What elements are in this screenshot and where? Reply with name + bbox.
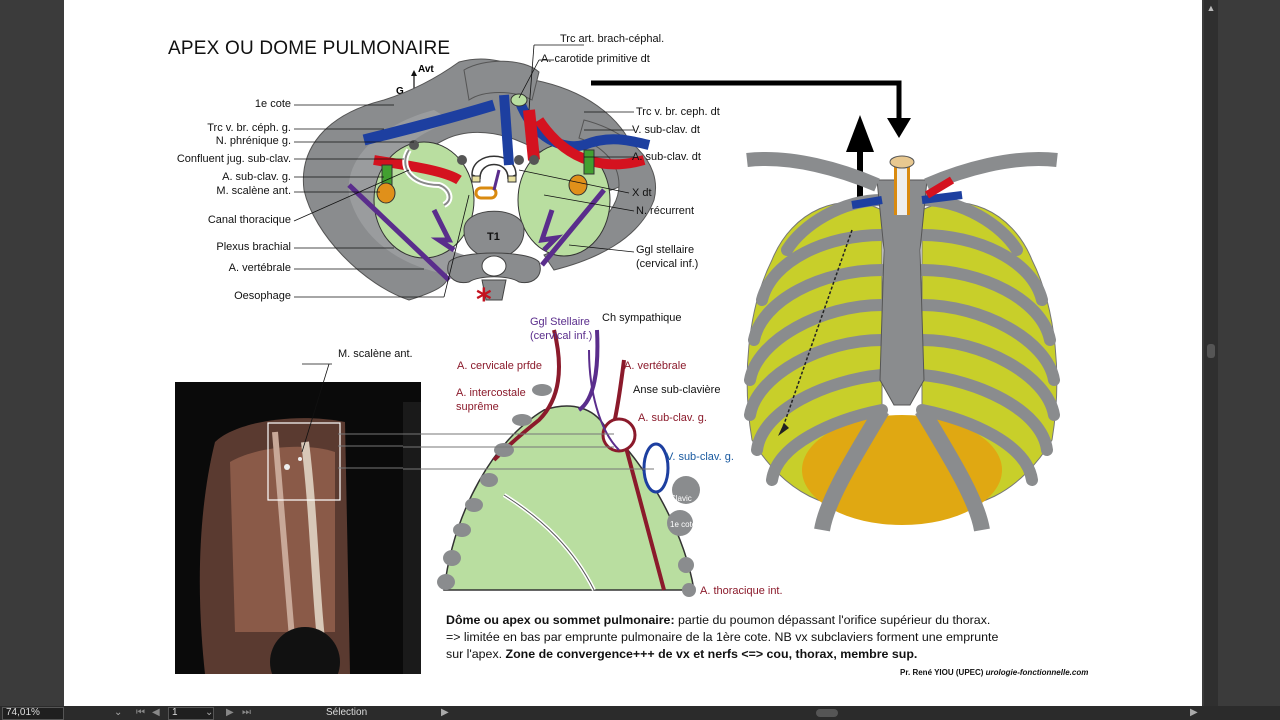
para-line-3: sur l'apex. <box>446 647 506 661</box>
label-a-vertebrale: A. vertébrale <box>228 262 291 274</box>
label-plexus-brachial: Plexus brachial <box>216 241 291 253</box>
description-paragraph: Dôme ou apex ou sommet pulmonaire: parti… <box>446 612 1066 663</box>
status-bar: 74,01% ⌄ ⏮ ◀ 1 ⌄ ▶ ⏭ Sélection ▶ ▶ <box>0 706 1280 720</box>
asterisk-icon: * <box>476 283 492 318</box>
prev-page-icon[interactable]: ◀ <box>152 707 160 718</box>
label-anse: Anse sub-clavière <box>633 384 721 396</box>
para-text-1: partie du poumon dépassant l'orifice sup… <box>674 613 991 627</box>
label-lower-ggl-stellaire: Ggl Stellaire <box>530 316 590 328</box>
page-number: 1 <box>172 707 178 718</box>
label-a-sub-clav-g: A. sub-clav. g. <box>222 171 291 183</box>
orient-anterior: Avt <box>418 64 434 75</box>
zoom-dropdown-icon[interactable]: ⌄ <box>114 707 123 718</box>
label-1e-cote: 1e cote <box>254 98 291 110</box>
label-confluent: Confluent jug. sub-clav. <box>176 153 291 165</box>
apex-sagittal-schema <box>437 329 700 597</box>
label-carotide: A. carotide primitive dt <box>541 53 650 65</box>
para-bold-2: Zone de convergence+++ de vx et nerfs <=… <box>505 647 918 661</box>
label-lower-a-vertebrale: A. vertébrale <box>624 360 687 372</box>
page-title: APEX OU DOME PULMONAIRE <box>168 38 451 59</box>
pointer-arrow-icon <box>591 80 911 138</box>
label-x-dt: X dt <box>632 187 652 199</box>
label-v-subclav-dt: V. sub-clav. dt <box>632 124 700 136</box>
last-page-icon[interactable]: ⏭ <box>242 707 251 718</box>
label-oesophage: Oesophage <box>234 290 291 302</box>
label-a-intercostale-sub: suprême <box>456 401 499 413</box>
rib-cage-illustration <box>744 152 1060 532</box>
left-margin <box>0 0 64 706</box>
para-bold-1: Dôme ou apex ou sommet pulmonaire: <box>446 613 675 627</box>
author-credit: Pr. René YIOU (UPEC) urologie-fonctionne… <box>900 668 1088 677</box>
scrollbar-thumb[interactable] <box>1207 344 1215 358</box>
para-line-2: => limitée en bas par emprunte pulmonair… <box>446 630 999 644</box>
label-canal-thoracique: Canal thoracique <box>207 214 291 226</box>
first-page-icon[interactable]: ⏮ <box>136 707 145 718</box>
tool-play-icon[interactable]: ▶ <box>441 707 449 718</box>
mri-sagittal-image <box>175 382 421 674</box>
label-ggl-stellaire: Ggl stellaire <box>636 244 695 256</box>
document-page: APEX OU DOME PULMONAIRE Avt G T1 <box>64 0 1202 706</box>
label-lower-scalene: M. scalène ant. <box>338 348 413 360</box>
label-trc-v-br-ceph-g: Trc v. br. céph. g. <box>207 122 291 134</box>
label-ch-sympathique: Ch sympathique <box>602 312 682 324</box>
label-v-subclav-g: V. sub-clav. g. <box>666 451 734 463</box>
credit-site: urologie-fonctionnelle.com <box>985 668 1089 677</box>
label-ggl-stellaire-sub: (cervical inf.) <box>636 258 699 270</box>
page-dropdown-icon[interactable]: ⌄ <box>205 707 214 718</box>
apex-axial-diagram: Avt G T1 <box>293 44 911 318</box>
zoom-value: 74,01% <box>6 707 40 718</box>
label-a-intercostale: A. intercostale <box>456 387 526 399</box>
label-a-thoracique: A. thoracique int. <box>700 585 783 597</box>
label-n-phrenique-g: N. phrénique g. <box>215 135 291 147</box>
scroll-up-icon[interactable]: ▲ <box>1206 3 1216 13</box>
label-a-subclav-g: A. sub-clav. g. <box>638 412 707 424</box>
label-1e-cote-lower: 1e cote <box>670 520 697 529</box>
label-trc-art: Trc art. brach-céphal. <box>560 33 665 45</box>
label-a-cervicale: A. cervicale prfde <box>457 360 542 372</box>
vertebra-label: T1 <box>487 231 500 243</box>
credit-author: Pr. René YIOU (UPEC) <box>900 668 986 677</box>
label-n-recurrent: N. récurrent <box>636 205 695 217</box>
label-trc-v-dt: Trc v. br. ceph. dt <box>636 106 720 118</box>
label-m-scalene-ant: M. scalène ant. <box>216 185 291 197</box>
orient-left: G <box>396 86 404 97</box>
scroll-right-icon[interactable]: ▶ <box>1190 707 1198 718</box>
label-lower-ggl-stellaire-sub: (cervical inf.) <box>530 330 593 342</box>
horizontal-scroll-thumb[interactable] <box>816 709 838 717</box>
label-a-subclav-dt: A. sub-clav. dt <box>632 151 701 163</box>
label-clavic: Clavic <box>670 494 692 503</box>
next-page-icon[interactable]: ▶ <box>226 707 234 718</box>
tool-label: Sélection <box>326 707 368 718</box>
